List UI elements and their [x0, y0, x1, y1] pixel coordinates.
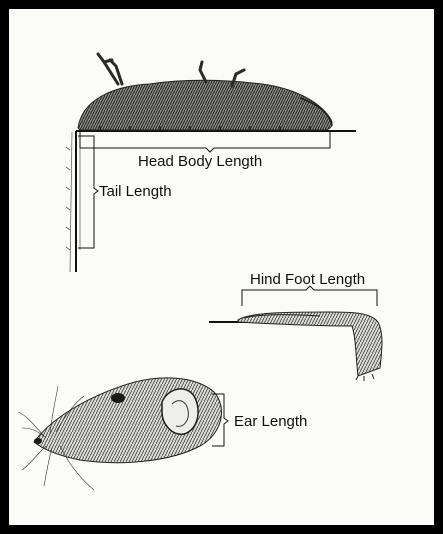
hind-foot-drawing: [209, 312, 382, 381]
head-drawing: [18, 378, 222, 490]
hind-foot-length-label: Hind Foot Length: [250, 272, 365, 287]
tail-drawing: [66, 131, 80, 272]
hind-foot-bracket: [242, 286, 377, 306]
tail-length-label: Tail Length: [99, 184, 172, 199]
ear-length-label: Ear Length: [234, 414, 307, 429]
ear-mark: [162, 389, 198, 434]
eye-mark: [111, 393, 125, 403]
head-body-bracket: [80, 132, 330, 152]
head-body-length-label: Head Body Length: [138, 154, 262, 169]
tail-bracket: [78, 136, 98, 248]
mouse-body-drawing: [76, 54, 356, 131]
